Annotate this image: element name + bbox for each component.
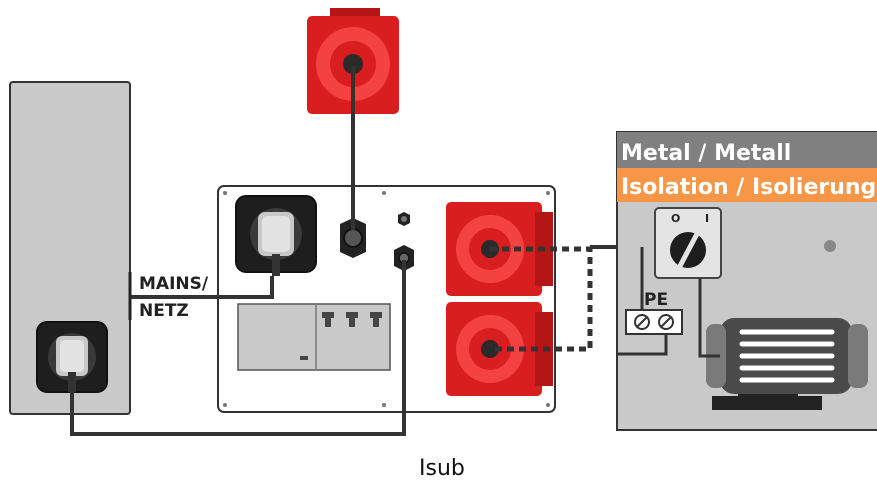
isub-label: Isub [419,456,465,480]
rotary-switch-icon [654,207,722,279]
cee-socket-upper-icon [446,202,553,296]
dashed-connections [490,246,593,352]
adapter-schuko-socket-icon [235,195,317,276]
breaker-levers [322,312,382,327]
metal-label: Metal / Metall [621,141,791,166]
pe-label: PE [644,290,668,310]
isolation-band [617,168,877,202]
terminal-block-icon [625,309,683,335]
isub-gland-icon [394,245,414,271]
internal-wires [617,247,720,358]
switch-off-label: O [671,212,680,225]
schuko-socket-icon [36,321,108,393]
netz-label: NETZ [139,301,189,321]
mains-label: MAINS/ [139,274,209,294]
cable-gland-icon [340,218,366,258]
mains-tester-box [9,81,131,415]
switch-on-label: I [705,212,709,225]
small-gland-icon [398,212,410,226]
cables [70,66,662,436]
isolation-label: Isolation / Isolierung [621,175,876,200]
top-cee-socket-icon [307,8,399,114]
device-enclosure [616,131,877,431]
breaker-panel [237,303,391,371]
metal-band [617,132,877,168]
